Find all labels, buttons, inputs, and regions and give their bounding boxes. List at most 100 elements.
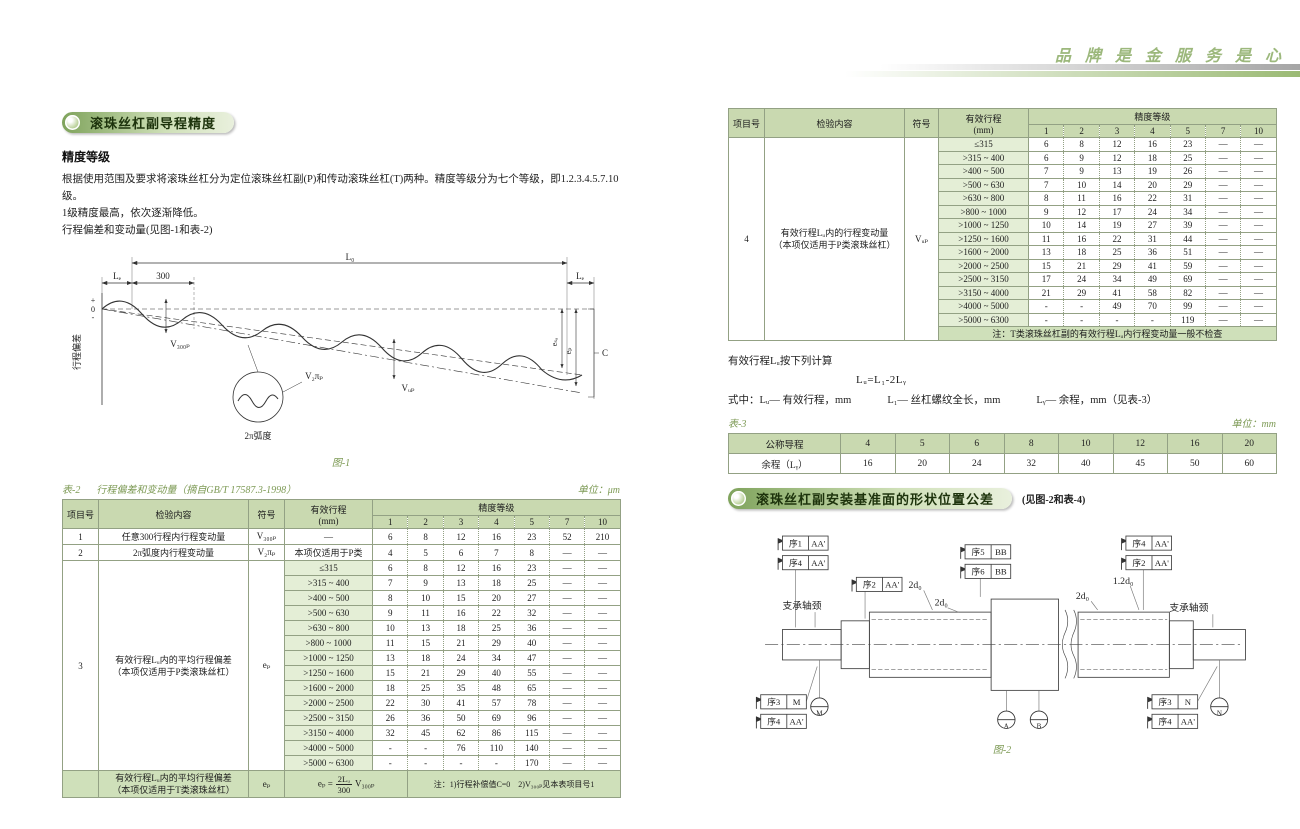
svg-text:AA': AA' [811, 538, 826, 548]
grade-value-cell: — [584, 740, 621, 756]
grade-value-cell: — [1204, 272, 1242, 287]
grade-value-cell: - [371, 740, 409, 756]
table3-label: 表-3 [728, 419, 747, 430]
grade-value-cell: — [584, 650, 621, 666]
symbol-cell: Vᵤₚ [904, 137, 939, 341]
table2-title: 行程偏差和变动量（摘自GB/T 17587.3-1998） [96, 485, 297, 496]
grade-value-cell: 18 [407, 650, 444, 666]
paragraph-3: 行程偏差和变动量(见图-1和表-2) [62, 225, 213, 236]
grade-value-cell: - [1098, 312, 1136, 327]
grade-value-cell: 45 [407, 725, 444, 741]
travel-cell: 本项仅适用于P类 [284, 544, 373, 561]
diagram-lines [101, 260, 599, 423]
grade-value-cell: 29 [478, 635, 515, 651]
header-grade: 精度等级 [1028, 108, 1277, 125]
calc-intro: 有效行程Lᵤ按下列计算 [728, 356, 833, 367]
grade-value-cell: — [1240, 299, 1277, 314]
svg-text:序6: 序6 [972, 566, 986, 577]
value-cell: 5 [407, 544, 444, 561]
grade-value-cell: 34 [1169, 204, 1206, 219]
grade-value-cell: — [584, 620, 621, 636]
value-cell: 3 [442, 515, 480, 529]
value-cell: 7 [548, 515, 586, 529]
grade-value-cell: 18 [1063, 245, 1100, 260]
grade-value-cell: — [1240, 312, 1277, 327]
svg-text:BB: BB [995, 547, 1007, 557]
travel-range-cell: >2000 ~ 2500 [938, 258, 1029, 273]
svg-text:AA': AA' [811, 558, 826, 568]
section2-header-row: 滚珠丝杠副安装基准面的形状位置公差 (见图-2和表-4) [728, 488, 1276, 509]
flag-icon [1147, 716, 1155, 722]
grade-value-cell: 57 [478, 695, 515, 711]
extension-lines [101, 257, 595, 399]
flag-icon [960, 566, 968, 572]
value-cell: 10 [1058, 433, 1114, 454]
grade-value-cell: 9 [1063, 164, 1100, 179]
grade-value-cell: 9 [371, 605, 409, 621]
leader-lines [795, 569, 1220, 712]
grade-value-cell: 36 [1134, 245, 1171, 260]
grade-value-cell: 21 [1063, 258, 1100, 273]
grade-value-cell: 29 [1063, 285, 1100, 300]
grade-value-cell: — [1240, 245, 1277, 260]
value-cell: — [548, 544, 586, 561]
grade-value-cell: — [1240, 272, 1277, 287]
grade-value-cell: — [1240, 204, 1277, 219]
grade-value-cell: 21 [1027, 285, 1065, 300]
grade-value-cell: 6 [371, 560, 409, 576]
grade-value-cell: 29 [1169, 177, 1206, 192]
row-label-cell: 公称导程 [728, 433, 841, 454]
travel-range-cell: >1000 ~ 1250 [938, 218, 1029, 233]
grade-value-cell: 8 [407, 560, 444, 576]
svg-text:AA': AA' [885, 580, 900, 590]
grade-value-cell: 15 [371, 665, 409, 681]
grade-value-cell: — [548, 755, 586, 771]
label-minus: - [92, 313, 95, 322]
travel-range-cell: ≤315 [284, 560, 373, 576]
grade-value-cell: 7 [1027, 177, 1065, 192]
grade-value-cell: 41 [442, 695, 480, 711]
grade-value-cell: 69 [478, 710, 515, 726]
section2-suffix: (见图-2和表-4) [1022, 495, 1086, 506]
grade-value-cell: 18 [478, 575, 515, 591]
grade-value-cell: — [1240, 258, 1277, 273]
svg-text:序3: 序3 [1159, 696, 1172, 707]
grade-value-cell: 27 [513, 590, 550, 606]
value-cell: 1 [1027, 124, 1065, 138]
symbol-cell: eₚ [248, 560, 285, 771]
grade-value-cell: 12 [1098, 150, 1136, 165]
svg-text:序4: 序4 [1132, 537, 1146, 548]
grade-value-cell: 12 [1098, 137, 1136, 152]
grade-value-cell: — [584, 605, 621, 621]
value-cell: 5 [894, 433, 950, 454]
grade-value-cell: — [1240, 137, 1277, 152]
grade-value-cell: 24 [1063, 272, 1100, 287]
grade-value-cell: 31 [1134, 231, 1171, 246]
grade-value-cell: 19 [1098, 218, 1136, 233]
flag-icon [1147, 696, 1155, 703]
label-journal-right: 支承轴颈 [1169, 601, 1208, 614]
value-cell: 210 [584, 528, 621, 545]
value-cell: 16 [478, 528, 515, 545]
grade-value-cell: — [1204, 258, 1242, 273]
grade-value-cell: 10 [407, 590, 444, 606]
grade-value-cell: 36 [513, 620, 550, 636]
travel-range-cell: >630 ~ 800 [938, 191, 1029, 206]
grade-value-cell: 51 [1169, 245, 1206, 260]
label-1-2d0: 1.2d₀ [1113, 576, 1134, 587]
grade-value-cell: 20 [478, 590, 515, 606]
grade-value-cell: 22 [478, 605, 515, 621]
grade-value-cell: 170 [513, 755, 550, 771]
symbol-cell: V₃₀₀ₚ [248, 528, 285, 545]
value-cell: 16 [840, 453, 896, 474]
grade-value-cell: — [584, 560, 621, 576]
